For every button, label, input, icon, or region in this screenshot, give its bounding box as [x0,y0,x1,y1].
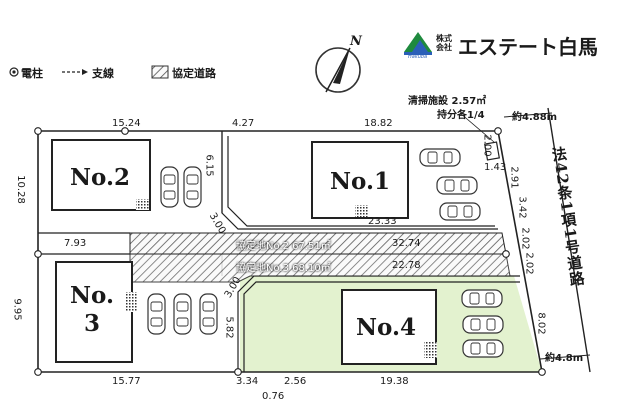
agreement-road-symbol [151,65,169,79]
dim-road2-length: 32.74 [392,238,421,249]
legend-pole: 電柱 [21,67,43,80]
facility-share: 持分各1/4 [437,110,485,121]
dim-left-upper: 10.28 [14,175,26,204]
agreement-road-3-label: 協定地No.3 68.10㎡ [236,263,331,274]
dim-bottom-left: 15.77 [112,376,141,387]
lot-label-no3-a: No. [70,282,114,309]
dim-road3-length: 22.78 [392,260,421,271]
company-logo-mark [404,32,432,55]
company-name: エステート白馬 [458,35,598,59]
facility-name: 清掃施設 2.57㎡ [408,96,487,107]
road-edge [547,107,591,373]
cleaning-facility [484,141,500,161]
dim-top-mid: 4.27 [232,118,255,129]
dim-right-c: 2.91 [508,166,520,189]
lot-label-no4: No.4 [356,314,416,341]
dim-bottom-right: 19.38 [380,376,409,387]
dim-bottom-b: 2.56 [284,376,307,387]
lot-label-no1: No.1 [330,168,390,195]
house-no2 [51,139,151,211]
dim-lot4-side: 5.82 [223,316,235,339]
house-no4 [341,289,437,365]
dim-road-left: 7.93 [64,238,87,249]
dim-right-f: 2.02 [523,252,535,275]
dim-lot1-bottom: 23.33 [368,216,397,227]
house-no3 [55,261,133,363]
dim-top-left: 15.24 [112,118,141,129]
dim-right-g: 8.02 [535,312,547,335]
dim-right-d: 3.42 [516,196,528,219]
legend-agreement-road: 協定道路 [172,67,216,80]
dim-lot1-side: 6.15 [203,154,215,177]
dim-bottom-c: 0.76 [262,391,285,402]
north-label: N [350,34,362,49]
dim-bottom-a: 3.34 [236,376,259,387]
agreement-road-2-label: 協定地No.2 67.51㎡ [236,241,331,252]
dim-right-e: 2.02 [519,227,531,250]
company-prefix: 株式 会社 [436,34,452,52]
road-width-top: 約4.88m [512,112,558,123]
compass [315,47,361,93]
lot-label-no2: No.2 [70,164,130,191]
lot-label-no3-b: 3 [84,310,101,337]
dim-left-lower: 9.95 [11,298,23,321]
legend-branch-line: 支線 [92,67,114,80]
dim-right-b: 1.43 [484,162,507,173]
dim-top-right: 18.82 [364,118,393,129]
road-width-bottom: 約4.8m [545,353,584,364]
company-logo-caption: Hakuba [408,54,428,60]
dim-right-a: 2.00 [481,134,493,157]
